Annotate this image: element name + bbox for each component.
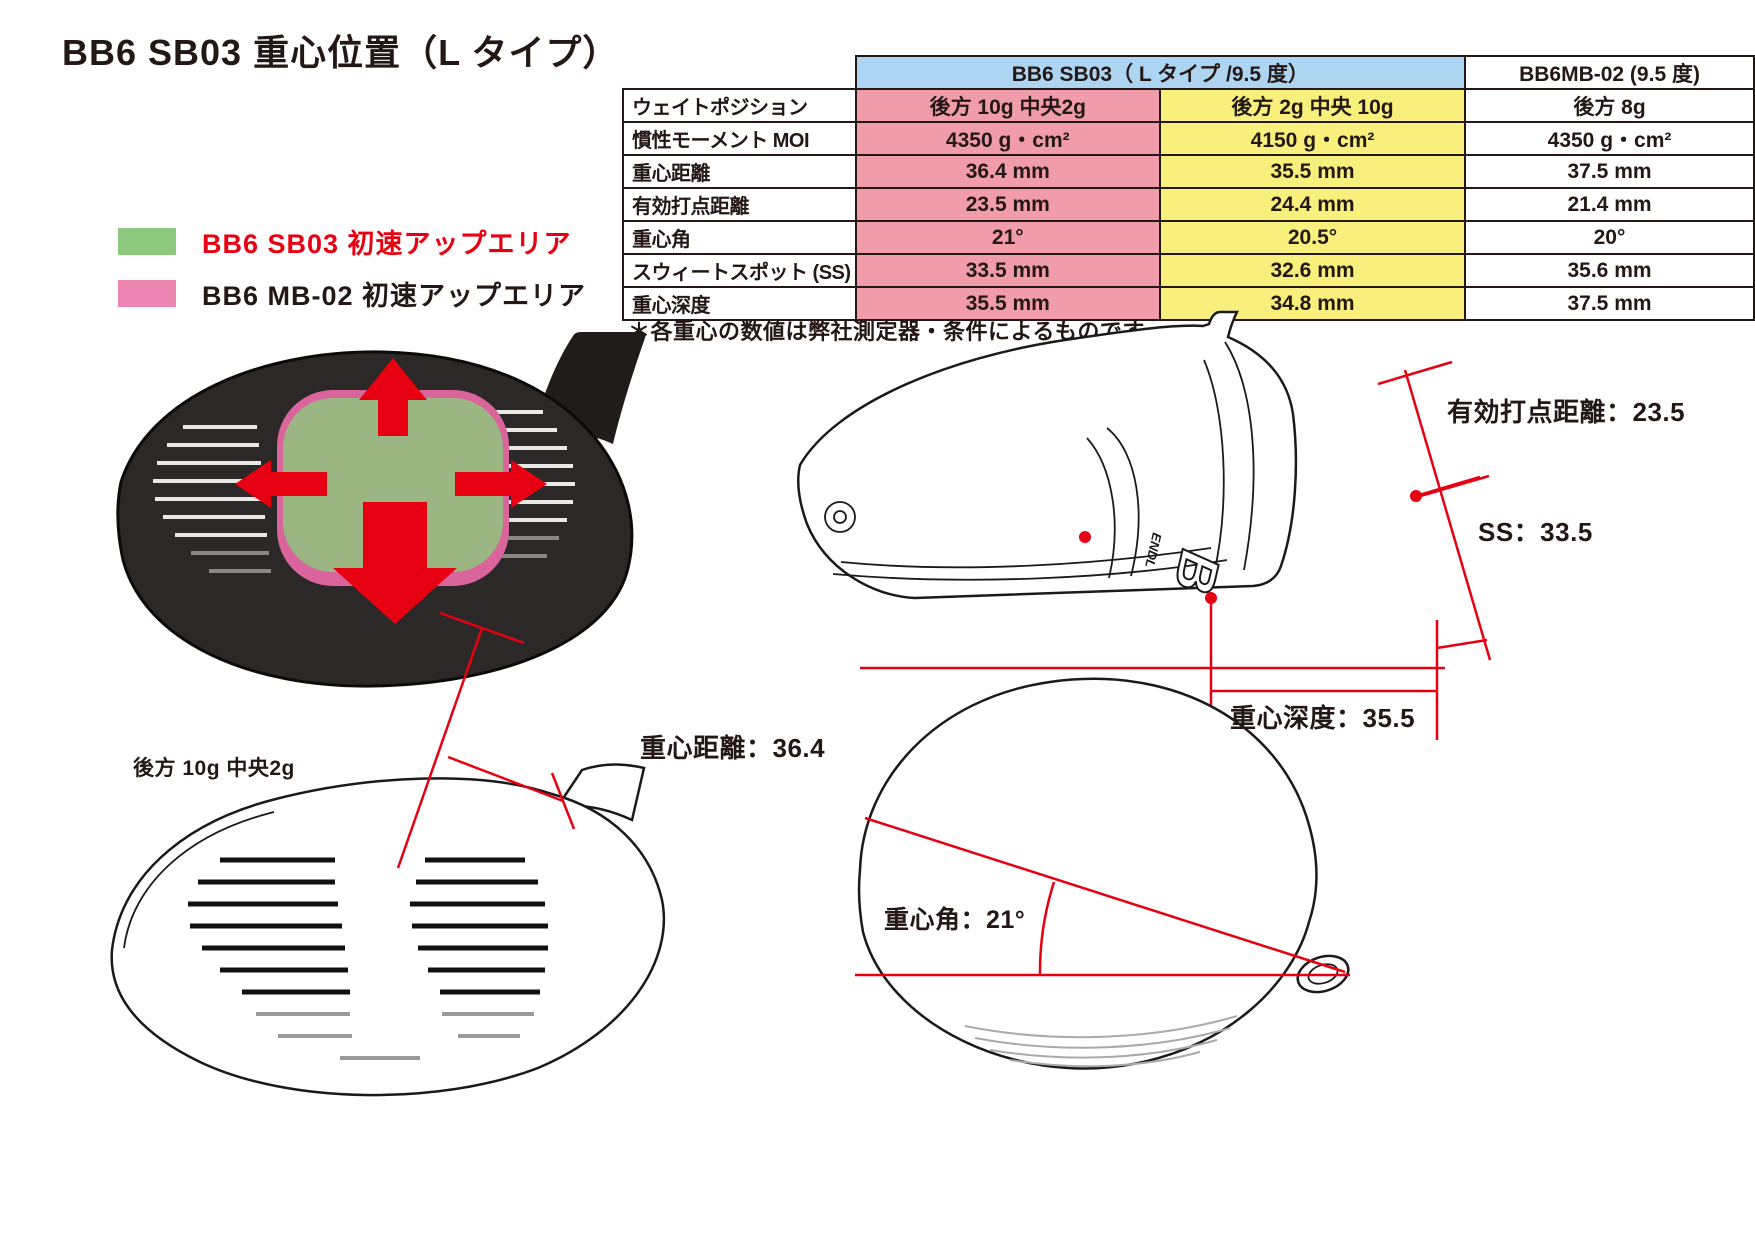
table-row: 重心角 21° 20.5° 20°: [622, 220, 1755, 255]
cg-dot: [1079, 531, 1091, 543]
driver-side-view: B ENDL: [797, 310, 1492, 740]
crown-score-lines: [188, 857, 548, 1060]
group-header-mb02: BB6MB-02 (9.5 度): [1464, 55, 1755, 90]
cell-value: 4350 g・cm²: [854, 121, 1162, 156]
group-header-sb03: BB6 SB03（ L タイプ /9.5 度）: [854, 55, 1467, 90]
body-seam-line2: [1086, 437, 1116, 579]
legend-item-sb03: BB6 SB03 初速アップエリア: [118, 222, 586, 261]
expansion-arrows: [235, 358, 547, 624]
cell-value: 37.5 mm: [1464, 154, 1755, 189]
arrow-right-icon: [455, 460, 547, 508]
cell-value: 37.5 mm: [1464, 286, 1755, 321]
table-row: 慣性モーメント MOI 4350 g・cm² 4150 g・cm² 4350 g…: [622, 121, 1755, 156]
row-label: 重心距離: [622, 154, 857, 189]
sole-head-outline: [857, 677, 1318, 1070]
sole-striations: [964, 1015, 1238, 1068]
cell-value: 32.6 mm: [1158, 253, 1467, 288]
sole-curve1: [840, 547, 1212, 569]
cell-value: 34.8 mm: [1158, 286, 1467, 321]
cell-value: 33.5 mm: [854, 253, 1162, 288]
cell-value: 20.5°: [1158, 220, 1467, 255]
arrow-up-icon: [359, 358, 427, 436]
address-head-outline: [110, 777, 666, 1097]
row-label: スウィートスポット (SS): [622, 253, 857, 288]
label-sweet-spot: SS：33.5: [1478, 517, 1593, 547]
label-cg-depth: 重心深度：35.5: [1230, 703, 1416, 733]
body-seam-line: [1106, 427, 1140, 577]
row-label: 慣性モーメント MOI: [622, 121, 857, 156]
cell-value: 21°: [854, 220, 1162, 255]
row-label: 重心角: [622, 220, 857, 255]
cg-angle-dimension: [855, 816, 1350, 977]
heel-weight-port: [824, 501, 856, 533]
cell-value: 後方 8g: [1464, 88, 1755, 123]
cell-value: 20°: [1464, 220, 1755, 255]
cell-value: 35.5 mm: [1158, 154, 1467, 189]
sole-curve2: [832, 559, 1228, 581]
cell-value: 後方 10g 中央2g: [854, 88, 1162, 123]
pink-area-swatch: [118, 280, 176, 307]
label-weight-position: 後方 10g 中央2g: [133, 757, 295, 780]
cg-distance-dimension: [396, 611, 576, 869]
table-row: 重心距離 36.4 mm 35.5 mm 37.5 mm: [622, 154, 1755, 189]
label-effective-hit-distance: 有効打点距離：23.5: [1447, 397, 1686, 427]
table-row: ウェイトポジション 後方 10g 中央2g 後方 2g 中央 10g 後方 8g: [622, 88, 1755, 123]
legend-item-mb02: BB6 MB-02 初速アップエリア: [118, 274, 586, 313]
row-label: 重心深度: [622, 286, 857, 321]
driver-sole-view: [855, 677, 1350, 1070]
arrow-down-icon: [333, 502, 457, 624]
speed-area-legend: BB6 SB03 初速アップエリア BB6 MB-02 初速アップエリア: [118, 222, 586, 326]
face-inner-line: [1203, 359, 1225, 575]
table-row: 重心深度 35.5 mm 34.8 mm 37.5 mm: [622, 286, 1755, 321]
page-title: BB6 SB03 重心位置（L タイプ）: [62, 32, 620, 73]
heel-weight-port-center: [833, 510, 847, 524]
label-cg-angle: 重心角：21°: [884, 906, 1026, 934]
table-row: スウィートスポット (SS) 33.5 mm 32.6 mm 35.6 mm: [622, 253, 1755, 288]
side-head-outline: [797, 310, 1298, 600]
spec-table: BB6 SB03（ L タイプ /9.5 度） BB6MB-02 (9.5 度)…: [622, 55, 1755, 321]
row-label: ウェイトポジション: [622, 88, 857, 123]
row-label: 有効打点距離: [622, 187, 857, 222]
driver-crown-view: [116, 332, 646, 688]
cell-value: 24.4 mm: [1158, 187, 1467, 222]
table-row: 有効打点距離 23.5 mm 24.4 mm 21.4 mm: [622, 187, 1755, 222]
cell-value: 35.5 mm: [854, 286, 1162, 321]
sweet-spot-dot: [1410, 490, 1422, 502]
cell-value: 21.4 mm: [1464, 187, 1755, 222]
arrow-left-icon: [235, 460, 327, 508]
label-cg-distance: 重心距離：36.4: [640, 733, 826, 763]
crown-inner-line: [123, 811, 275, 949]
legend-label-mb02: BB6 MB-02 初速アップエリア: [202, 281, 587, 311]
sb03-speed-area: [283, 398, 503, 572]
cell-value: 4150 g・cm²: [1158, 121, 1467, 156]
cell-value: 23.5 mm: [854, 187, 1162, 222]
cell-value: 36.4 mm: [854, 154, 1162, 189]
driver-address-outline-view: [110, 611, 666, 1097]
table-header-row: BB6 SB03（ L タイプ /9.5 度） BB6MB-02 (9.5 度): [623, 55, 1755, 90]
cell-value: 4350 g・cm²: [1464, 121, 1755, 156]
cell-value: 35.6 mm: [1464, 253, 1755, 288]
empty-corner-cell: [623, 56, 856, 89]
legend-label-sb03: BB6 SB03 初速アップエリア: [202, 229, 572, 259]
angle-arc: [1038, 881, 1056, 975]
cell-value: 後方 2g 中央 10g: [1158, 88, 1467, 123]
face-edge-line: [1224, 341, 1255, 571]
green-area-swatch: [118, 228, 176, 255]
